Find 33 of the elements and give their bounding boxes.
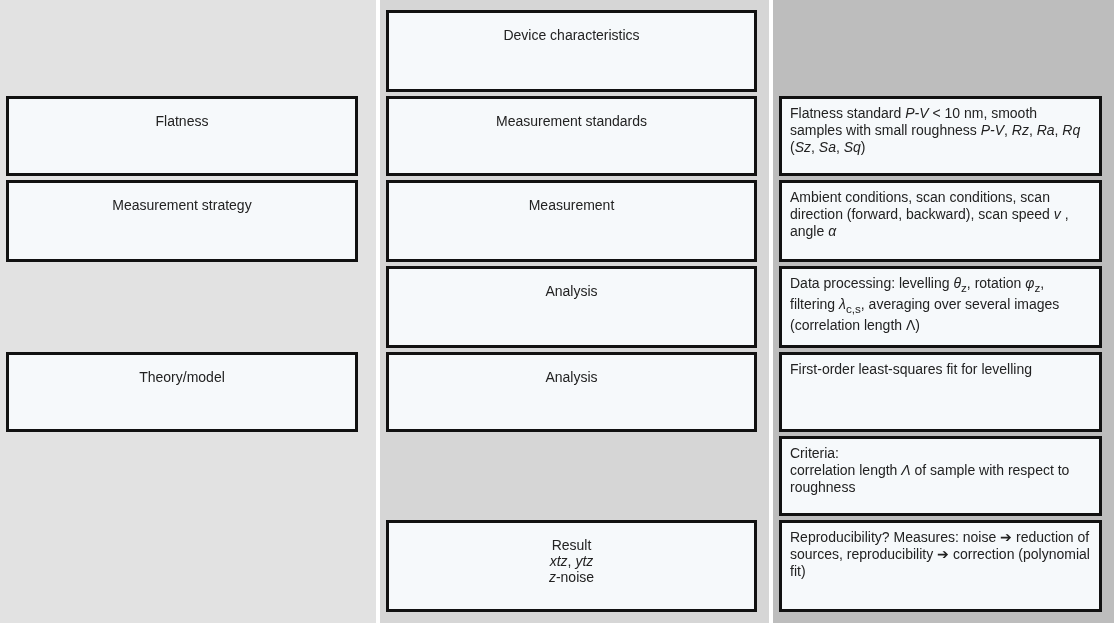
step-box <box>386 10 757 92</box>
step-label: Measurement <box>527 197 616 213</box>
step-label: Flatness <box>154 113 210 129</box>
step-box <box>386 352 757 432</box>
step-label: Measurement standards <box>495 113 648 129</box>
description-box <box>779 436 1102 516</box>
step-label: Analysis <box>544 283 599 299</box>
step-box <box>6 96 358 176</box>
step-box <box>386 520 757 612</box>
description-text: correlation length Λ of sample with respect to roughness <box>790 462 1071 496</box>
description-box <box>779 520 1102 612</box>
step-label: Analysis <box>544 369 599 385</box>
step-box <box>386 266 757 348</box>
step-label: Device characteristics <box>502 27 641 43</box>
step-box <box>6 180 358 262</box>
step-label: z-noise <box>547 569 596 585</box>
description-text: First-order least-squares fit for levelling <box>790 361 1033 378</box>
description-box <box>779 352 1102 432</box>
step-label: xtz, ytz <box>548 553 595 569</box>
description-text: Flatness standard P-V < 10 nm, smooth samples with small roughness P-V, Rz, Ra, Rq (Sz, Sa, Sq) <box>790 105 1082 156</box>
description-text: Data processing: levelling θ$_{z}$, rotation φ$_{z}$, filtering λ$_{c,s}$, averaging over several images (correlation length Λ) <box>790 275 1061 334</box>
step-label: Measurement strategy <box>111 197 253 213</box>
step-box <box>386 96 757 176</box>
description-text: Criteria: <box>790 445 840 462</box>
step-box <box>386 180 757 262</box>
description-box <box>779 180 1102 262</box>
step-box <box>6 352 358 432</box>
description-text: Reproducibility? Measures: noise ➔ reduction of sources, reproducibility ➔ correction (polynomial fit) <box>790 529 1091 580</box>
description-box <box>779 266 1102 348</box>
description-box <box>779 96 1102 176</box>
description-text: Ambient conditions, scan conditions, scan direction (forward, backward), scan speed v , angle α <box>790 189 1070 240</box>
step-label: Theory/model <box>138 369 226 385</box>
step-label: Result <box>550 537 593 553</box>
